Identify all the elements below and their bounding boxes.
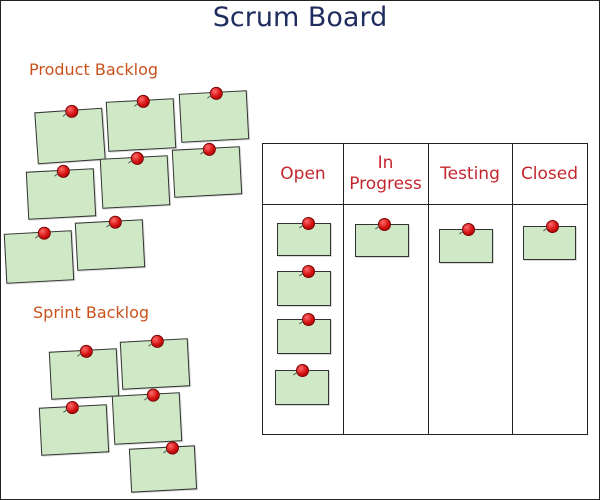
pushpin-icon [302, 265, 315, 278]
backlog-card[interactable] [74, 215, 146, 271]
backlog-card[interactable] [48, 344, 120, 400]
page-title: Scrum Board [212, 2, 388, 33]
column-header-in-progress: In Progress [349, 153, 422, 194]
column-header-closed: Closed [520, 163, 579, 184]
task-card[interactable] [277, 313, 331, 354]
pushpin-icon [64, 104, 79, 119]
backlog-card[interactable] [105, 94, 177, 152]
pushpin-icon [302, 313, 315, 326]
column-divider [343, 144, 344, 434]
backlog-card[interactable] [34, 104, 106, 165]
pushpin-icon [546, 220, 559, 233]
pushpin-icon [165, 441, 180, 455]
pushpin-icon [37, 226, 52, 241]
pushpin-icon [302, 217, 315, 230]
backlog-card[interactable] [38, 400, 110, 456]
pushpin-icon [65, 400, 80, 415]
sprint-backlog-label: Sprint Backlog [33, 303, 150, 322]
pushpin-icon [378, 218, 391, 231]
task-card[interactable] [439, 223, 493, 263]
column-header-open: Open [280, 163, 326, 184]
pushpin-icon [136, 94, 151, 109]
pushpin-icon [146, 388, 161, 402]
backlog-card[interactable] [119, 334, 191, 390]
pushpin-icon [130, 151, 145, 166]
pushpin-icon [150, 334, 165, 349]
column-divider [428, 144, 429, 434]
pushpin-icon [209, 86, 224, 101]
task-card[interactable] [277, 265, 331, 306]
pushpin-icon [56, 164, 71, 179]
header-divider [263, 204, 587, 205]
backlog-card[interactable] [3, 226, 75, 284]
backlog-card[interactable] [178, 86, 250, 143]
task-card[interactable] [523, 220, 576, 260]
backlog-card[interactable] [111, 388, 183, 445]
backlog-card[interactable] [99, 151, 171, 209]
product-backlog-label: Product Backlog [29, 60, 159, 79]
task-card[interactable] [275, 364, 329, 405]
column-header-testing: Testing [440, 163, 500, 184]
task-card[interactable] [355, 218, 409, 257]
pushpin-icon [296, 364, 309, 377]
backlog-card[interactable] [128, 441, 198, 493]
backlog-card[interactable] [171, 142, 243, 198]
scrum-board: Open In Progress Testing Closed [262, 143, 588, 435]
pushpin-icon [79, 344, 94, 359]
column-divider [512, 144, 513, 434]
pushpin-icon [462, 223, 475, 236]
backlog-card[interactable] [25, 164, 97, 220]
task-card[interactable] [277, 217, 331, 256]
pushpin-icon [202, 142, 217, 157]
pushpin-icon [108, 215, 123, 230]
